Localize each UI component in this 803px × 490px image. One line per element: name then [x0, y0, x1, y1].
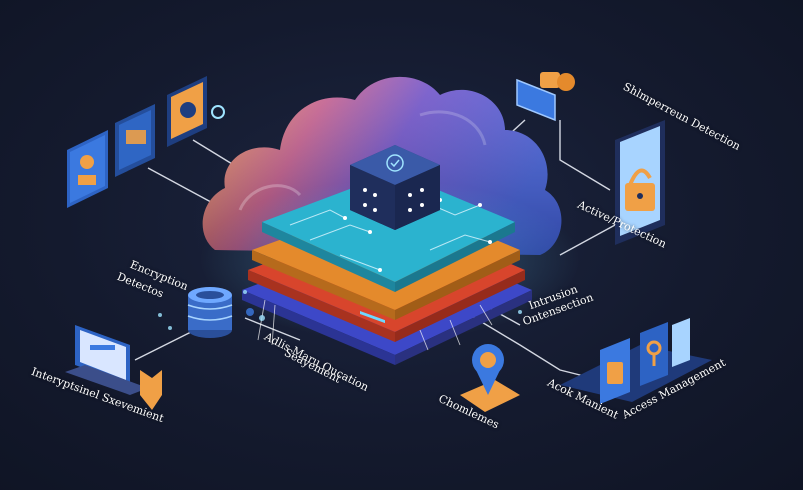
document-card-icons	[67, 76, 225, 208]
access-management-icon	[560, 318, 712, 404]
circuit-dots	[158, 290, 522, 330]
location-pin-icon	[460, 344, 520, 412]
monitor-camera-icon	[516, 72, 575, 122]
laptop-shield-icon	[65, 325, 162, 410]
server-icon	[350, 145, 440, 324]
padlock-card-icon	[615, 120, 665, 245]
database-icon	[187, 287, 233, 338]
